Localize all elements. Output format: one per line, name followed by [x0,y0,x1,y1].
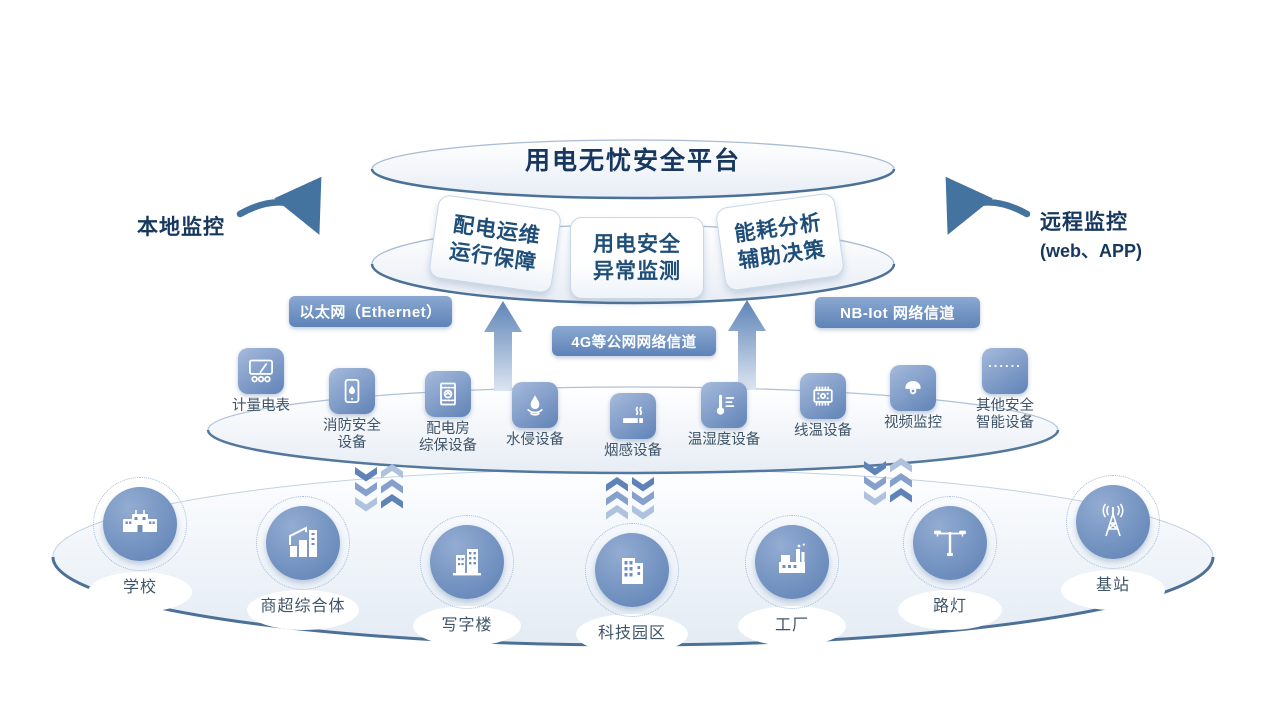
more-devices-icon: ...... [982,348,1028,394]
device-distribution-cabinet: 配电房 综保设备 [393,371,503,456]
device-label: 烟感设备 [604,443,662,459]
device-label: 视频监控 [884,415,942,431]
remote-monitoring-label: 远程监控 (web、APP) [1040,206,1142,263]
factory-icon [755,525,829,599]
up-arrow-right [728,300,766,390]
mall-icon [266,506,340,580]
device-label: 综保设备 [419,438,477,455]
local-monitor-arrow [236,176,322,235]
device-label: 温湿度设备 [687,432,761,448]
device-label: 计量电表 [232,398,290,414]
remote-monitoring-sub: (web、APP) [1040,241,1143,261]
device-temp-humidity: 温湿度设备 [669,382,779,449]
site-mall: 商超综合体 [243,496,363,616]
dotted-ring [745,515,839,609]
base-station-icon [1076,485,1150,559]
device-meter: 计量电表 [206,348,316,415]
video-camera-icon [890,365,936,411]
device-fire-safety: 消防安全 设备 [297,368,407,453]
site-label: 商超综合体 [260,598,346,615]
up-arrow-left [484,301,522,391]
device-label: 配电房 [426,421,470,437]
device-label: 消防安全 [323,418,381,434]
site-label: 写字楼 [441,617,493,634]
wire-temperature-icon [800,373,846,419]
site-label: 学校 [122,579,157,596]
platform-title: 用电无忧安全平台 [524,147,741,175]
smoke-sensor-icon [610,393,656,439]
dotted-ring [903,496,997,590]
device-label: 其他安全 [976,398,1034,414]
more-dots-text: ...... [988,355,1022,370]
device-label: 智能设备 [976,415,1034,432]
module-electric-safety: 用电安全 异常监测 [570,217,704,299]
water-intrusion-icon [512,382,558,428]
device-water-intrusion: 水侵设备 [480,382,590,449]
fire-safety-icon [329,368,375,414]
site-street-light: 路灯 [890,496,1010,616]
device-label: 水侵设备 [506,432,564,448]
site-office: 写字楼 [407,515,527,635]
site-label: 工厂 [774,617,809,634]
device-wire-temperature: 线温设备 [768,373,878,440]
module-power-distribution: 配电运维 运行保障 [427,193,563,295]
site-school: 学校 [80,477,200,597]
site-label: 路灯 [932,598,967,615]
channel-ethernet: 以太网（Ethernet） [289,296,452,327]
local-monitoring-label: 本地监控 [137,216,225,239]
dotted-ring [93,477,187,571]
site-base-station: 基站 [1053,475,1173,595]
site-label: 科技园区 [597,625,666,642]
module-energy-analysis: 能耗分析 辅助决策 [714,192,846,292]
school-icon [103,487,177,561]
site-label: 基站 [1095,577,1130,594]
office-building-icon [430,525,504,599]
street-light-icon [913,506,987,580]
module-line: 异常监测 [593,260,681,283]
device-more: ...... 其他安全 智能设备 [950,348,1060,433]
remote-monitoring-title: 远程监控 [1040,211,1128,234]
site-factory: 工厂 [732,515,852,635]
device-label: 线温设备 [794,423,852,439]
device-smoke-sensor: 烟感设备 [578,393,688,460]
dotted-ring [1066,475,1160,569]
channel-nbiot: NB-Iot 网络信道 [815,297,980,328]
temp-humidity-icon [701,382,747,428]
meter-icon [238,348,284,394]
dotted-ring [585,523,679,617]
distribution-cabinet-icon [425,371,471,417]
channel-4g: 4G等公网网络信道 [552,326,716,356]
dotted-ring [420,515,514,609]
site-tech-park: 科技园区 [572,523,692,643]
tech-park-icon [595,533,669,607]
dotted-ring [256,496,350,590]
remote-monitor-arrow [945,176,1031,235]
device-video-camera: 视频监控 [858,365,968,432]
module-line: 用电安全 [593,232,681,256]
platform-platter [370,139,896,200]
device-label: 设备 [337,435,367,452]
